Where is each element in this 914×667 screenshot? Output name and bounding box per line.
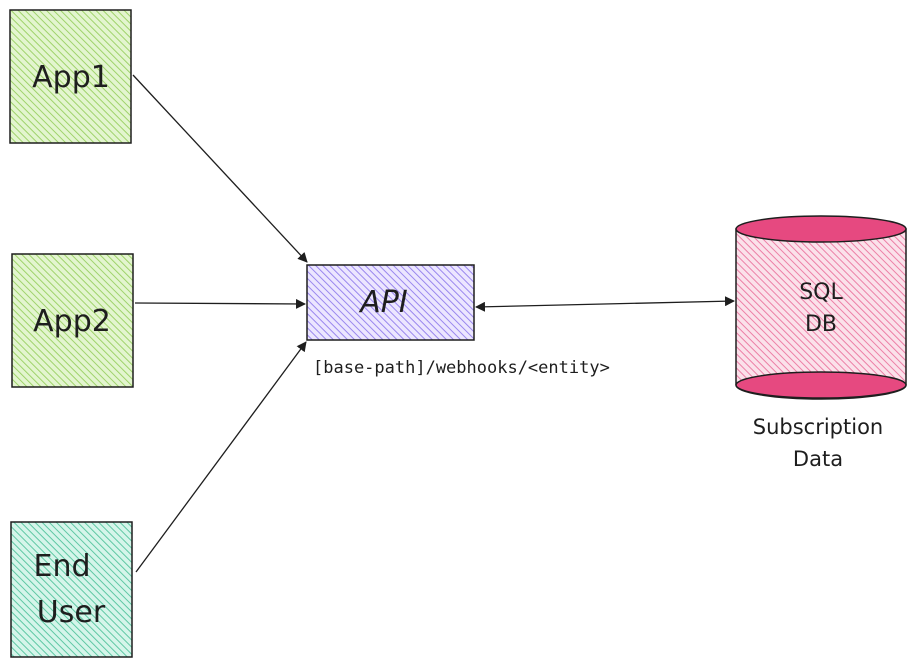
edge-app1-to-api	[132, 74, 308, 263]
end-user-label-line1: End	[33, 549, 90, 584]
app2-box	[11, 253, 134, 388]
edge-api-db-bidirectional	[475, 296, 735, 312]
db-caption-line2: Data	[793, 447, 843, 471]
endpoint-label: [base-path]/webhooks/<entity>	[313, 358, 610, 378]
end-user-label-line2: User	[37, 595, 106, 630]
api-label: API	[358, 285, 408, 320]
node-sql-db[interactable]: SQL DB	[735, 215, 907, 400]
app1-label: App1	[32, 60, 110, 95]
node-app2[interactable]: App2	[11, 253, 134, 388]
db-label-line1: SQL	[799, 280, 843, 305]
edge-end-user-to-api	[135, 341, 307, 573]
db-bottom-cap	[735, 371, 907, 399]
app2-label: App2	[33, 304, 111, 339]
node-end-user[interactable]: End User	[10, 521, 133, 658]
app1-box	[9, 9, 132, 144]
db-label-line2: DB	[805, 312, 837, 337]
edge-app2-to-api	[134, 298, 306, 309]
db-top-cap	[735, 215, 907, 243]
api-box	[306, 264, 475, 341]
end-user-box	[10, 521, 133, 658]
node-api[interactable]: API	[306, 264, 475, 341]
db-caption-line1: Subscription	[753, 415, 883, 439]
node-app1[interactable]: App1	[9, 9, 132, 144]
